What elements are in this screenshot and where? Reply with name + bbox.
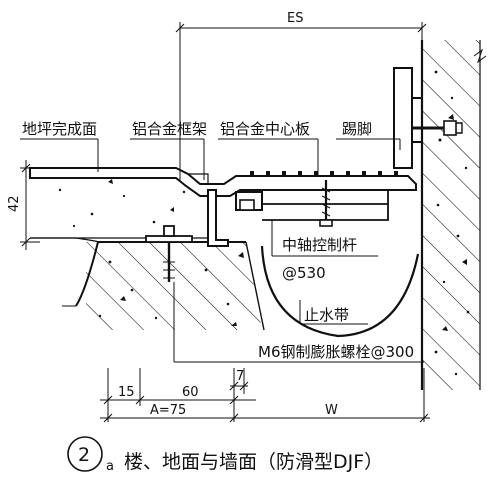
- waterstop-band: [260, 245, 420, 338]
- label-pivot-control-rod: 中轴控制杆: [282, 236, 357, 254]
- slab-anchor-bolt: [145, 225, 193, 282]
- label-aluminum-frame: 铝合金框架: [132, 120, 207, 138]
- caption-title: 楼、地面与墙面（防滑型DJF）: [124, 451, 383, 473]
- caption-number-circle: [67, 436, 103, 472]
- wall-anchor-bolt: [412, 120, 463, 136]
- label-aluminum-center-plate: 铝合金中心板: [220, 120, 310, 138]
- skirting-board: [393, 67, 422, 169]
- label-floor-finish: 地坪完成面: [22, 120, 97, 138]
- dim-es: ES: [287, 11, 303, 26]
- dim-60: 60: [182, 385, 199, 400]
- dim-15: 15: [118, 385, 135, 400]
- aluminum-frame: [29, 167, 417, 247]
- label-skirting: 踢脚: [342, 120, 372, 138]
- label-waterstop: 止水带: [304, 306, 349, 324]
- wall-section: [420, 40, 487, 390]
- label-pivot-rod-spacing: @530: [282, 264, 326, 282]
- caption-number: 2: [78, 444, 90, 466]
- leader-lines: [20, 22, 430, 423]
- caption-suffix: a: [106, 459, 114, 474]
- dim-height-42: 42: [7, 195, 22, 212]
- pivot-control-rod: [319, 180, 333, 227]
- anti-slip-ribs: [250, 171, 398, 176]
- screed-aggregate: [58, 179, 186, 228]
- slab-aggregate: [98, 252, 244, 326]
- dim-7: 7: [236, 369, 244, 384]
- dim-a75: A=75: [150, 403, 186, 418]
- dim-w: W: [325, 403, 338, 418]
- wall-aggregate: [434, 70, 470, 376]
- label-anchor-bolt: M6钢制膨胀螺栓@300: [258, 343, 414, 361]
- caption: 2 a 楼、地面与墙面（防滑型DJF）: [67, 436, 383, 474]
- floor-slab: [30, 173, 265, 331]
